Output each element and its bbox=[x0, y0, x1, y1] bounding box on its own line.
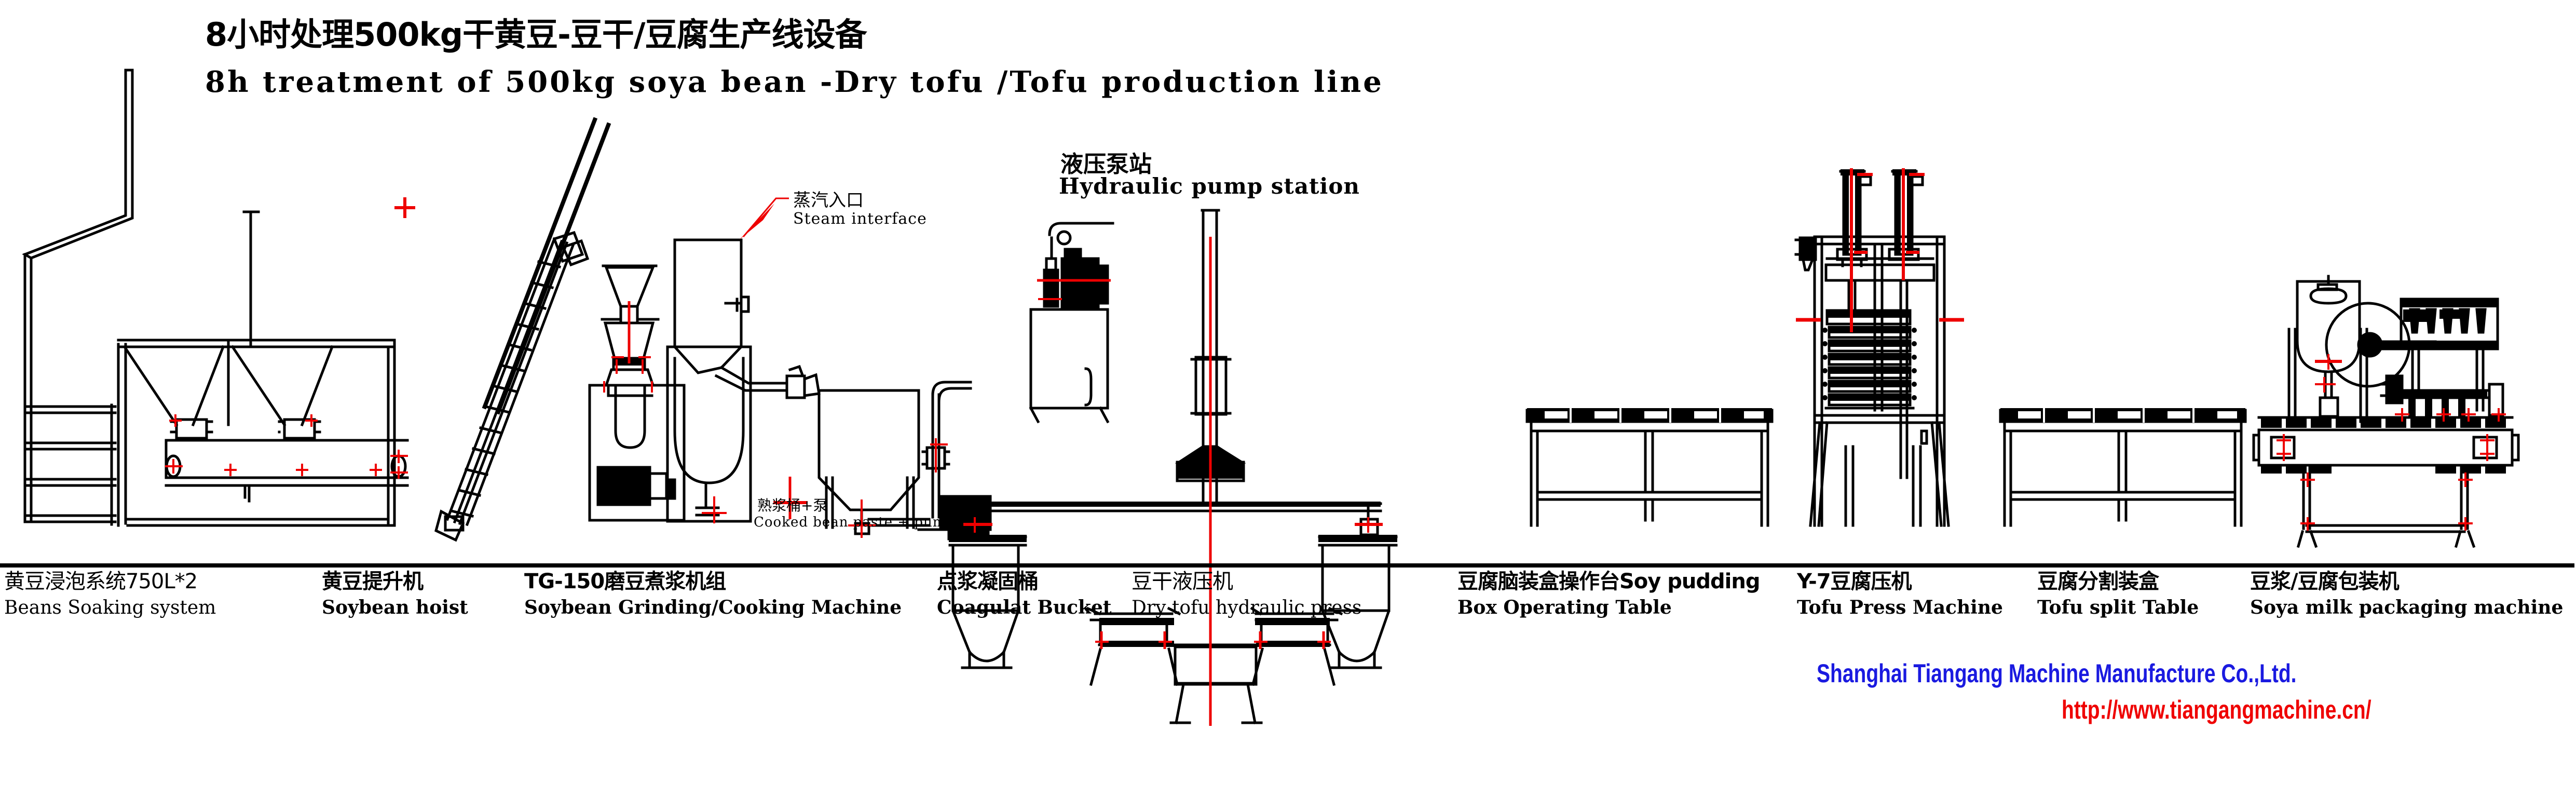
steam-interface-label-cn: 蒸汽入口 bbox=[793, 190, 864, 211]
equipment-caption-en: Soybean hoist bbox=[322, 596, 468, 618]
cooked-paste-label-en: Cooked bean paste + pump bbox=[754, 515, 956, 530]
equipment-caption-en: Box Operating Table bbox=[1457, 596, 1672, 618]
equipment-caption-en: Dry tofu hydraulic press bbox=[1132, 597, 1362, 618]
equipment-caption-cn: 豆干液压机 bbox=[1132, 570, 1233, 593]
equipment-caption: 黄豆提升机 Soybean hoist bbox=[322, 570, 468, 619]
equipment-caption-en: Beans Soaking system bbox=[4, 597, 216, 618]
equipment-caption-cn: TG-150磨豆煮浆机组 bbox=[524, 570, 726, 593]
equipment-caption-en: Tofu split Table bbox=[2037, 596, 2199, 618]
page-title-cn: 8小时处理500kg干黄豆-豆干/豆腐生产线设备 bbox=[205, 16, 867, 53]
equipment-caption-cn: 黄豆浸泡系统750L*2 bbox=[4, 570, 198, 593]
page-title-en: 8h treatment of 500kg soya bean -Dry tof… bbox=[205, 65, 1384, 99]
equipment-caption-en: Coagulat Bucket bbox=[937, 596, 1112, 618]
company-website-url: http://www.tiangangmachine.cn/ bbox=[2062, 695, 2371, 724]
equipment-caption-en: Tofu Press Machine bbox=[1797, 596, 2003, 618]
equipment-caption-cn: 豆浆/豆腐包装机 bbox=[2250, 570, 2400, 593]
steam-interface-label-en: Steam interface bbox=[793, 210, 927, 228]
equipment-caption: TG-150磨豆煮浆机组 Soybean Grinding/Cooking Mac… bbox=[524, 570, 902, 619]
equipment-caption-cn: Y-7豆腐压机 bbox=[1797, 570, 1912, 593]
equipment-caption-cn: 点浆凝固桶 bbox=[937, 570, 1039, 593]
equipment-caption: 点浆凝固桶 Coagulat Bucket bbox=[937, 570, 1112, 619]
equipment-caption-en: Soya milk packaging machine bbox=[2250, 596, 2564, 618]
equipment-caption-cn: 豆腐脑装盒操作台Soy pudding bbox=[1457, 570, 1760, 593]
equipment-caption: Y-7豆腐压机 Tofu Press Machine bbox=[1797, 570, 2003, 619]
equipment-caption: 豆腐分割装盒 Tofu split Table bbox=[2037, 570, 2199, 619]
equipment-caption-cn: 黄豆提升机 bbox=[322, 570, 424, 593]
table-moulds-left bbox=[1527, 408, 1772, 423]
company-name: Shanghai Tiangang Machine Manufacture Co… bbox=[1817, 659, 2297, 688]
cooked-paste-label-cn: 熟浆桶+泵 bbox=[757, 497, 828, 514]
equipment-caption: 豆干液压机 Dry tofu hydraulic press bbox=[1132, 570, 1362, 619]
hydraulic-pump-station-label-en: Hydraulic pump station bbox=[1059, 173, 1360, 199]
table-moulds-right bbox=[2000, 408, 2245, 423]
equipment-caption-en: Soybean Grinding/Cooking Machine bbox=[524, 596, 902, 618]
equipment-caption: 豆浆/豆腐包装机 Soya milk packaging machine bbox=[2250, 570, 2563, 619]
hydraulic-pump-station-label-cn: 液压泵站 bbox=[1060, 151, 1152, 178]
tofu-press-machine bbox=[1794, 170, 1950, 527]
equipment-caption-cn: 豆腐分割装盒 bbox=[2037, 570, 2159, 593]
